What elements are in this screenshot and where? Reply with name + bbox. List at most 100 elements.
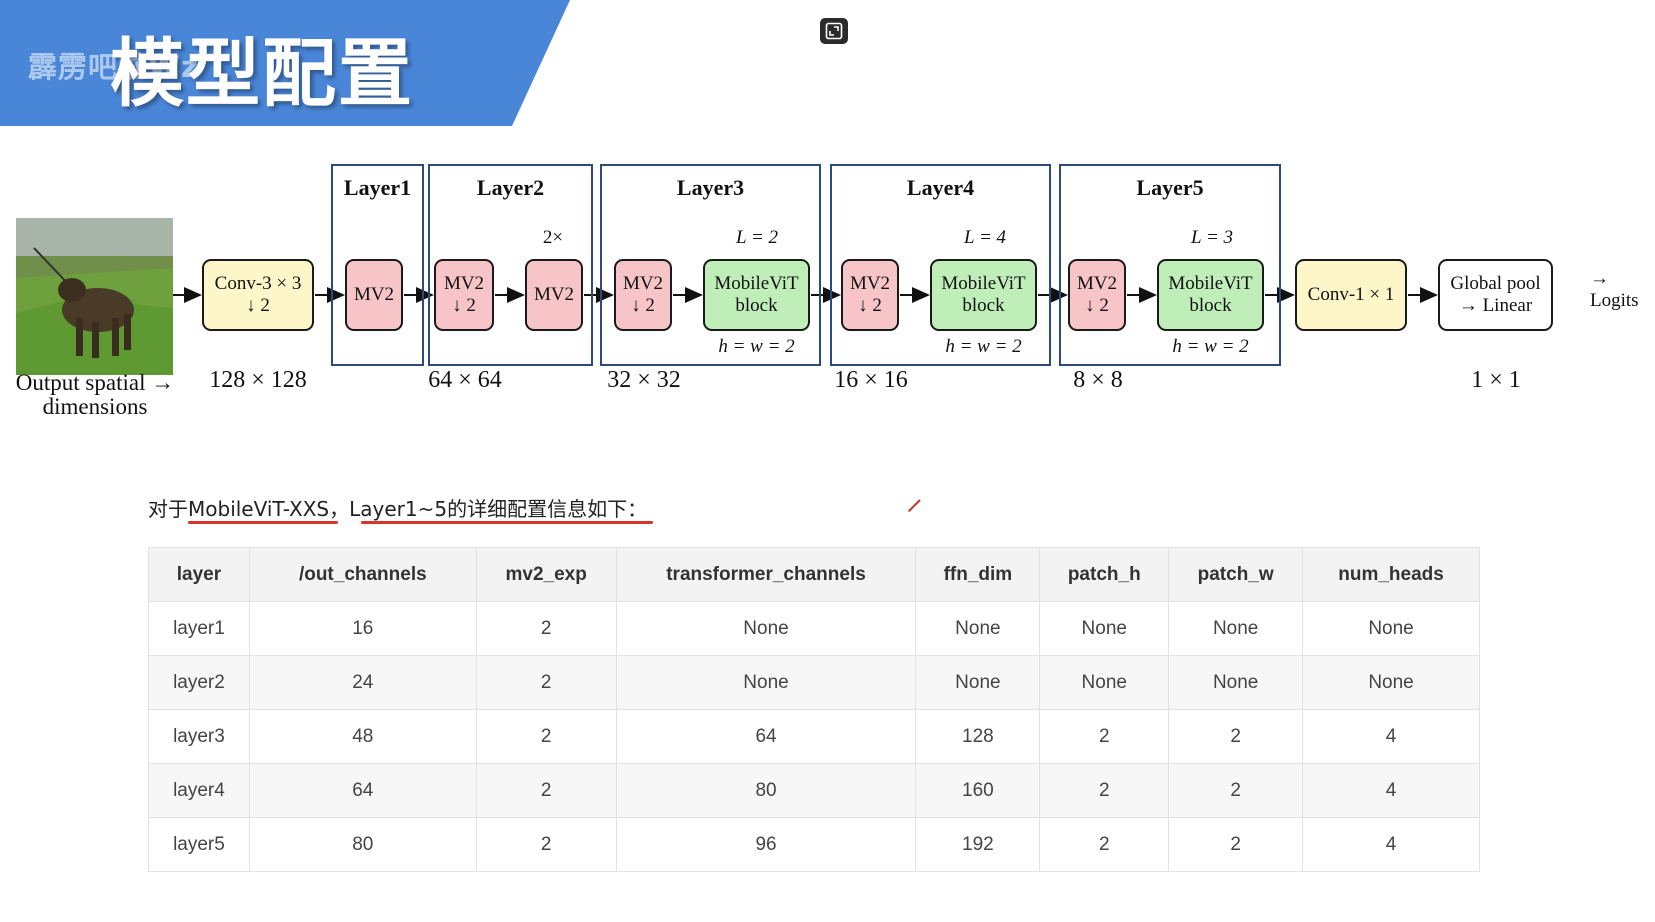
table-cell: 2 bbox=[1039, 763, 1170, 818]
col-header-layer: layer bbox=[148, 547, 250, 602]
mobilevit-sublabel: block bbox=[735, 295, 778, 316]
pen-cursor-icon bbox=[908, 499, 921, 512]
table-row: layer1 16 2 None None None None None bbox=[148, 601, 1480, 656]
mobilevit-sublabel: block bbox=[1189, 295, 1232, 316]
col-header-transformer-channels: transformer_channels bbox=[615, 547, 917, 602]
table-cell: 2 bbox=[1039, 817, 1170, 872]
table-cell: 2 bbox=[1168, 817, 1304, 872]
table-cell: 128 bbox=[915, 709, 1041, 764]
table-cell: layer2 bbox=[148, 655, 250, 710]
mobilevit-label: MobileViT bbox=[1168, 273, 1253, 295]
table-cell: 2 bbox=[1168, 763, 1304, 818]
table-row: layer5 80 2 96 192 2 2 4 bbox=[148, 817, 1480, 872]
global-pool-label: Global pool bbox=[1450, 273, 1541, 295]
layer3-title: Layer3 bbox=[676, 175, 745, 200]
table-cell: 48 bbox=[248, 709, 477, 764]
table-cell: None bbox=[615, 655, 917, 710]
layer5-mobilevit-block: MobileViT block bbox=[1157, 259, 1264, 331]
mobilevit-label: MobileViT bbox=[714, 273, 799, 295]
dim-label: 32 × 32 bbox=[607, 367, 681, 393]
banner-shape bbox=[0, 0, 570, 126]
input-dog-image bbox=[16, 218, 173, 375]
table-cell: 2 bbox=[475, 763, 617, 818]
table-caption: 对于MobileViT-XXS，Layer1~5的详细配置信息如下： bbox=[148, 493, 647, 522]
expand-icon bbox=[825, 22, 843, 40]
layer5-mv2-down-block: MV2 ↓ 2 bbox=[1068, 259, 1126, 331]
table-cell: layer3 bbox=[148, 709, 250, 764]
table-header-row: layer /out_channels mv2_exp transformer_… bbox=[148, 547, 1480, 602]
table-cell: 2 bbox=[1039, 709, 1170, 764]
layer5-title: Layer5 bbox=[1136, 175, 1204, 200]
layer1-box bbox=[331, 164, 424, 366]
output-spatial-line1: Output spatial → bbox=[15, 370, 175, 395]
mv2-stride: ↓ 2 bbox=[452, 295, 476, 316]
table-cell: 2 bbox=[475, 655, 617, 710]
slide-title: 模型配置 bbox=[110, 31, 414, 117]
watermark: 霹雳吧啦Wz bbox=[28, 50, 199, 84]
layer3-mv2-down-block: MV2 ↓ 2 bbox=[614, 259, 672, 331]
table-cell: 16 bbox=[248, 601, 477, 656]
mobilevit-label: MobileViT bbox=[941, 273, 1026, 295]
layer-config-table: layer /out_channels mv2_exp transformer_… bbox=[148, 547, 1480, 872]
table-cell: 64 bbox=[248, 763, 477, 818]
red-underline-layers bbox=[361, 521, 653, 524]
dim-label: 64 × 64 bbox=[428, 367, 502, 393]
architecture-diagram: Layer1 Layer2 Layer3 Layer4 Layer5 Conv-… bbox=[0, 155, 1655, 445]
mv2-label: MV2 bbox=[533, 284, 575, 306]
conv1x1-label: Conv-1 × 1 bbox=[1307, 284, 1395, 306]
linear-label: → Linear bbox=[1458, 295, 1533, 316]
layer2-box bbox=[428, 164, 593, 366]
table-cell: 64 bbox=[615, 709, 917, 764]
table-cell: None bbox=[1039, 601, 1170, 656]
mv2-stride: ↓ 2 bbox=[631, 295, 655, 316]
table-cell: None bbox=[915, 655, 1041, 710]
expand-button[interactable] bbox=[820, 18, 848, 44]
output-spatial-label: Output spatial → dimensions bbox=[4, 371, 186, 419]
table-cell: 24 bbox=[248, 655, 477, 710]
layer4-patch: h = w = 2 bbox=[945, 336, 1022, 357]
table-cell: None bbox=[1302, 601, 1480, 656]
dim-label: 128 × 128 bbox=[209, 367, 307, 393]
dim-label: 16 × 16 bbox=[834, 367, 908, 393]
table-cell: 160 bbox=[915, 763, 1041, 818]
mv2-label: MV2 bbox=[622, 273, 664, 295]
col-header-mv2-exp: mv2_exp bbox=[475, 547, 617, 602]
layer4-title: Layer4 bbox=[906, 175, 975, 200]
conv3x3-stride: ↓ 2 bbox=[246, 295, 270, 316]
table-cell: 2 bbox=[475, 601, 617, 656]
table-cell: layer5 bbox=[148, 817, 250, 872]
layer5-patch: h = w = 2 bbox=[1172, 336, 1249, 357]
table-cell: 96 bbox=[615, 817, 917, 872]
layer4-mobilevit-block: MobileViT block bbox=[930, 259, 1037, 331]
global-pool-block: Global pool → Linear bbox=[1438, 259, 1553, 331]
title-banner: 霹雳吧啦Wz 模型配置 bbox=[0, 0, 570, 126]
mv2-stride: ↓ 2 bbox=[858, 295, 882, 316]
table-cell: 2 bbox=[475, 817, 617, 872]
layer5-box bbox=[1059, 164, 1281, 366]
col-header-out-channels: /out_channels bbox=[248, 547, 477, 602]
caption-model: MobileViT-XXS bbox=[188, 497, 330, 521]
table-row: layer3 48 2 64 128 2 2 4 bbox=[148, 709, 1480, 764]
col-header-ffn-dim: ffn_dim bbox=[915, 547, 1041, 602]
caption-prefix: 对于 bbox=[148, 497, 188, 521]
dim-label: 1 × 1 bbox=[1471, 367, 1521, 393]
table-row: layer4 64 2 80 160 2 2 4 bbox=[148, 763, 1480, 818]
col-header-patch-h: patch_h bbox=[1039, 547, 1170, 602]
layer2-mv2-down-block: MV2 ↓ 2 bbox=[434, 259, 494, 331]
conv3x3-block: Conv-3 × 3 ↓ 2 bbox=[202, 259, 314, 331]
conv3x3-label: Conv-3 × 3 bbox=[214, 273, 302, 295]
table-cell: 80 bbox=[248, 817, 477, 872]
table-cell: 4 bbox=[1302, 763, 1480, 818]
flow-arrows bbox=[173, 287, 1438, 303]
table-cell: None bbox=[1302, 655, 1480, 710]
layer5-L: L = 3 bbox=[1190, 227, 1234, 248]
layer3-box bbox=[600, 164, 821, 366]
table-cell: None bbox=[1168, 655, 1304, 710]
mv2-label: MV2 bbox=[849, 273, 891, 295]
layer1-title: Layer1 bbox=[343, 175, 412, 200]
layer3-L: L = 2 bbox=[735, 227, 779, 248]
col-header-num-heads: num_heads bbox=[1302, 547, 1480, 602]
col-header-patch-w: patch_w bbox=[1168, 547, 1304, 602]
table-cell: 4 bbox=[1302, 817, 1480, 872]
mv2-label: MV2 bbox=[1076, 273, 1118, 295]
